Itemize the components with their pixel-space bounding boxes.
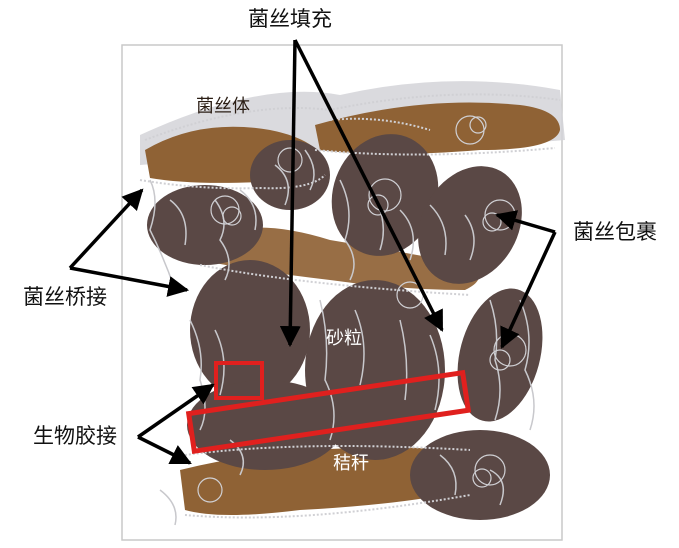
label-hyphae-bridging: 菌丝桥接 bbox=[23, 287, 107, 308]
label-hyphae-filling: 菌丝填充 bbox=[248, 9, 332, 30]
label-straw: 秸秆 bbox=[333, 455, 369, 473]
particle-bottom-right bbox=[410, 430, 550, 520]
label-mycelium: 菌丝体 bbox=[196, 98, 250, 116]
label-biological-cementation: 生物胶接 bbox=[33, 426, 117, 447]
particle-top-center bbox=[250, 140, 330, 210]
label-sand-grain: 砂粒 bbox=[326, 330, 362, 348]
particle-left bbox=[147, 185, 263, 265]
label-hyphae-wrapping: 菌丝包裹 bbox=[573, 222, 657, 243]
